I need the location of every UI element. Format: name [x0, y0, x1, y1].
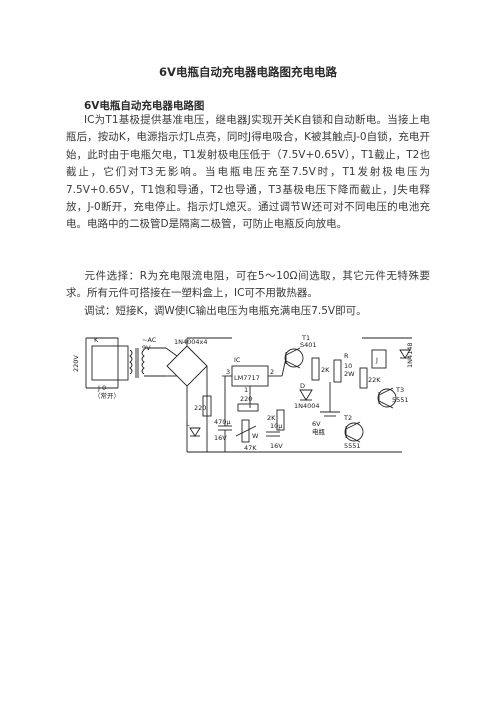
label-r-value: 10 — [344, 362, 352, 370]
circuit-diagram: K ~AC 9V 1N4004x4 220V J-0 （常开） IC LM771… — [72, 334, 414, 453]
label-22k: 22K — [368, 376, 381, 384]
label-d-part: 1N4004 — [294, 402, 320, 410]
label-ic: IC — [234, 356, 241, 364]
label-470u: 470μ — [214, 418, 231, 426]
label-j0: J-0 — [97, 384, 106, 392]
label-t3: T3 — [395, 386, 404, 394]
label-10u: 10μ — [270, 422, 282, 430]
body-paragraph-3: 调试：短接K，调W使IC输出电压为电瓶充满电压7.5V即可。 — [66, 303, 430, 320]
section-subtitle: 6V电瓶自动充电器电路图 — [84, 100, 205, 112]
label-220-b: 220 — [240, 395, 252, 403]
label-t2-part: 5551 — [344, 442, 361, 450]
label-r: R — [344, 352, 349, 360]
label-ic-part: LM7717 — [234, 374, 260, 382]
label-470u-voltage: 16V — [214, 434, 227, 442]
label-k: K — [94, 336, 99, 344]
label-normally-open: （常开） — [94, 391, 120, 400]
label-bridge: 1N4004x4 — [174, 338, 208, 346]
label-2k-b: 2K — [267, 414, 276, 422]
label-220v: 220V — [72, 355, 80, 372]
label-pin-2: 2 — [270, 368, 274, 376]
label-10u-voltage: 16V — [270, 442, 283, 450]
label-led-l: L — [186, 420, 190, 428]
label-pin-1: 1 — [244, 386, 248, 394]
label-pin-3: 3 — [226, 368, 230, 376]
body-paragraph-1: IC为T1基极提供基准电压，继电器J实现开关K自锁和自动断电。当接上电瓶后，按动… — [66, 112, 430, 234]
label-1n4148: 1N4148 — [406, 342, 414, 368]
paragraph-1-text: IC为T1基极提供基准电压，继电器J实现开关K自锁和自动断电。当接上电瓶后，按动… — [66, 114, 430, 231]
label-ac-voltage: 9V — [142, 344, 151, 352]
label-r-watt: 2W — [344, 370, 355, 378]
page-title: 6V电瓶自动充电器电路图充电电路 — [159, 65, 337, 79]
label-t1: T1 — [301, 334, 310, 342]
label-t2: T2 — [343, 414, 352, 422]
label-t1-part: S401 — [300, 341, 317, 349]
label-ac: ~AC — [142, 336, 157, 344]
label-battery: 电瓶 — [312, 427, 326, 436]
paragraph-3-text: 调试：短接K，调W使IC输出电压为电瓶充满电压7.5V即可。 — [84, 305, 367, 317]
body-paragraph-2: 元件选择：R为充电限流电阻，可在5～10Ω间选取，其它元件无特殊要求。所有元件可… — [66, 268, 430, 303]
label-relay-j: J — [375, 356, 378, 364]
label-w: W — [252, 432, 259, 440]
label-d: D — [300, 382, 305, 390]
label-w-value: 47K — [244, 444, 257, 452]
label-6v: 6V — [312, 420, 321, 428]
label-2k-a: 2K — [321, 366, 330, 374]
paragraph-2-text: 元件选择：R为充电限流电阻，可在5～10Ω间选取，其它元件无特殊要求。所有元件可… — [66, 270, 430, 300]
label-220-a: 220 — [194, 404, 206, 412]
label-t3-part: 5551 — [392, 396, 409, 404]
